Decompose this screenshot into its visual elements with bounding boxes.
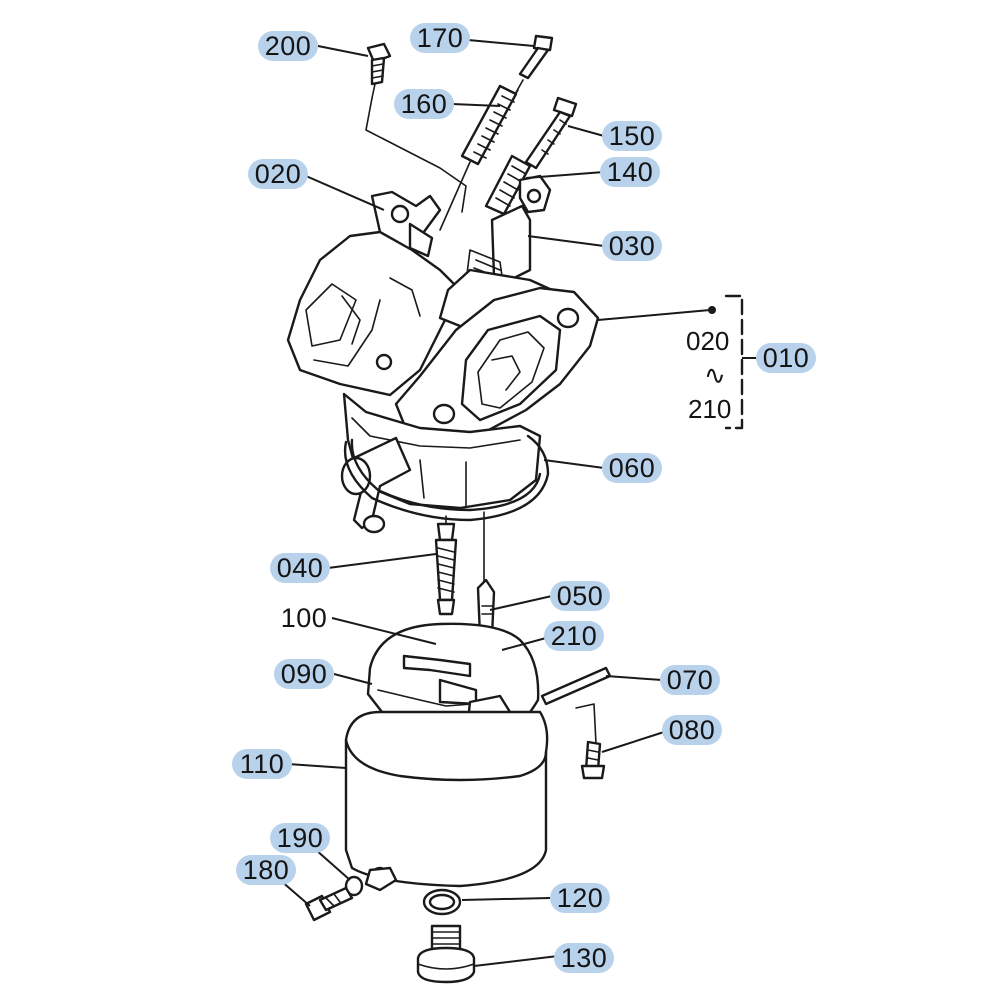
callout-label-100: 100 (281, 603, 328, 633)
part-200-bolt-drawing (365, 42, 467, 213)
callout-highlight (236, 855, 296, 885)
callout-100: 100 (281, 603, 328, 633)
callout-050: 050 (550, 581, 610, 611)
callout-140: 140 (600, 157, 660, 187)
callout-070: 070 (660, 665, 720, 695)
part-130-bowl-nut-drawing (416, 924, 476, 984)
callout-090: 090 (274, 659, 334, 689)
callout-highlight (554, 943, 614, 973)
callout-highlight (550, 883, 610, 913)
callout-highlight (258, 31, 318, 61)
part-110-float-bowl-drawing (344, 710, 549, 892)
callout-label-200: 200 (265, 31, 312, 61)
callout-label-140: 140 (607, 157, 654, 187)
part-080-screw-drawing (580, 740, 606, 780)
callout-label-020: 020 (255, 159, 302, 189)
callout-label-120: 120 (557, 883, 604, 913)
part-120-gasket-drawing (422, 888, 462, 916)
callout-highlight (600, 157, 660, 187)
callout-label-080: 080 (669, 715, 716, 745)
part-060-gasket-drawing (343, 434, 550, 522)
callout-highlight (660, 665, 720, 695)
part-150-screw-drawing (524, 96, 578, 170)
callout-highlight (602, 231, 662, 261)
callout-label-180: 180 (243, 855, 290, 885)
callout-label-130: 130 (561, 943, 608, 973)
callout-110: 110 (232, 749, 292, 779)
callout-highlight (550, 581, 610, 611)
callout-060: 060 (602, 453, 662, 483)
callout-150: 150 (602, 121, 662, 151)
callout-label-190: 190 (277, 823, 324, 853)
callout-040: 040 (270, 553, 330, 583)
callout-label-050: 050 (557, 581, 604, 611)
callout-label-110: 110 (240, 749, 285, 779)
mounting-flange-drawing (394, 286, 600, 442)
callout-label-060: 060 (609, 453, 656, 483)
callout-highlight (394, 89, 454, 119)
callout-label-090: 090 (281, 659, 328, 689)
callout-highlight (248, 159, 308, 189)
callout-highlight (410, 23, 470, 53)
part-040-filter-drawing (434, 522, 458, 616)
range-separator: ∿ (704, 360, 726, 390)
callout-label-150: 150 (609, 121, 656, 151)
callout-highlight (270, 823, 330, 853)
callout-label-010: 010 (763, 343, 810, 373)
callout-010: 010 (756, 343, 816, 373)
upper-bowl-drawing (340, 392, 542, 534)
part-070-pin-drawing (540, 666, 612, 745)
callout-highlight (662, 715, 722, 745)
leader-lines (279, 39, 758, 967)
callout-highlight (602, 453, 662, 483)
callout-highlight (270, 553, 330, 583)
callout-080: 080 (662, 715, 722, 745)
callout-130: 130 (554, 943, 614, 973)
callout-label-030: 030 (609, 231, 656, 261)
callout-180: 180 (236, 855, 296, 885)
callout-label-070: 070 (667, 665, 714, 695)
callout-highlight (544, 621, 604, 651)
callout-170: 170 (410, 23, 470, 53)
callout-label-210: 210 (551, 621, 598, 651)
callout-030: 030 (602, 231, 662, 261)
range-to-label: 210 (688, 394, 731, 424)
callout-160: 160 (394, 89, 454, 119)
part-180-screw-drawing (304, 886, 354, 922)
assembly-range: 020 ∿ 210 (686, 326, 731, 424)
range-from-label: 020 (686, 326, 729, 356)
part-160-spring-drawing (439, 84, 518, 231)
callout-210: 210 (544, 621, 604, 651)
callout-highlight (756, 343, 816, 373)
callout-label-160: 160 (401, 89, 448, 119)
callout-highlight (274, 659, 334, 689)
callout-highlight (602, 121, 662, 151)
callout-190: 190 (270, 823, 330, 853)
callout-120: 120 (550, 883, 610, 913)
callout-200: 200 (258, 31, 318, 61)
callout-label-040: 040 (277, 553, 324, 583)
callout-020: 020 (248, 159, 308, 189)
callout-label-170: 170 (417, 23, 464, 53)
part-190-washer-drawing (344, 875, 364, 897)
callout-highlight (232, 749, 292, 779)
